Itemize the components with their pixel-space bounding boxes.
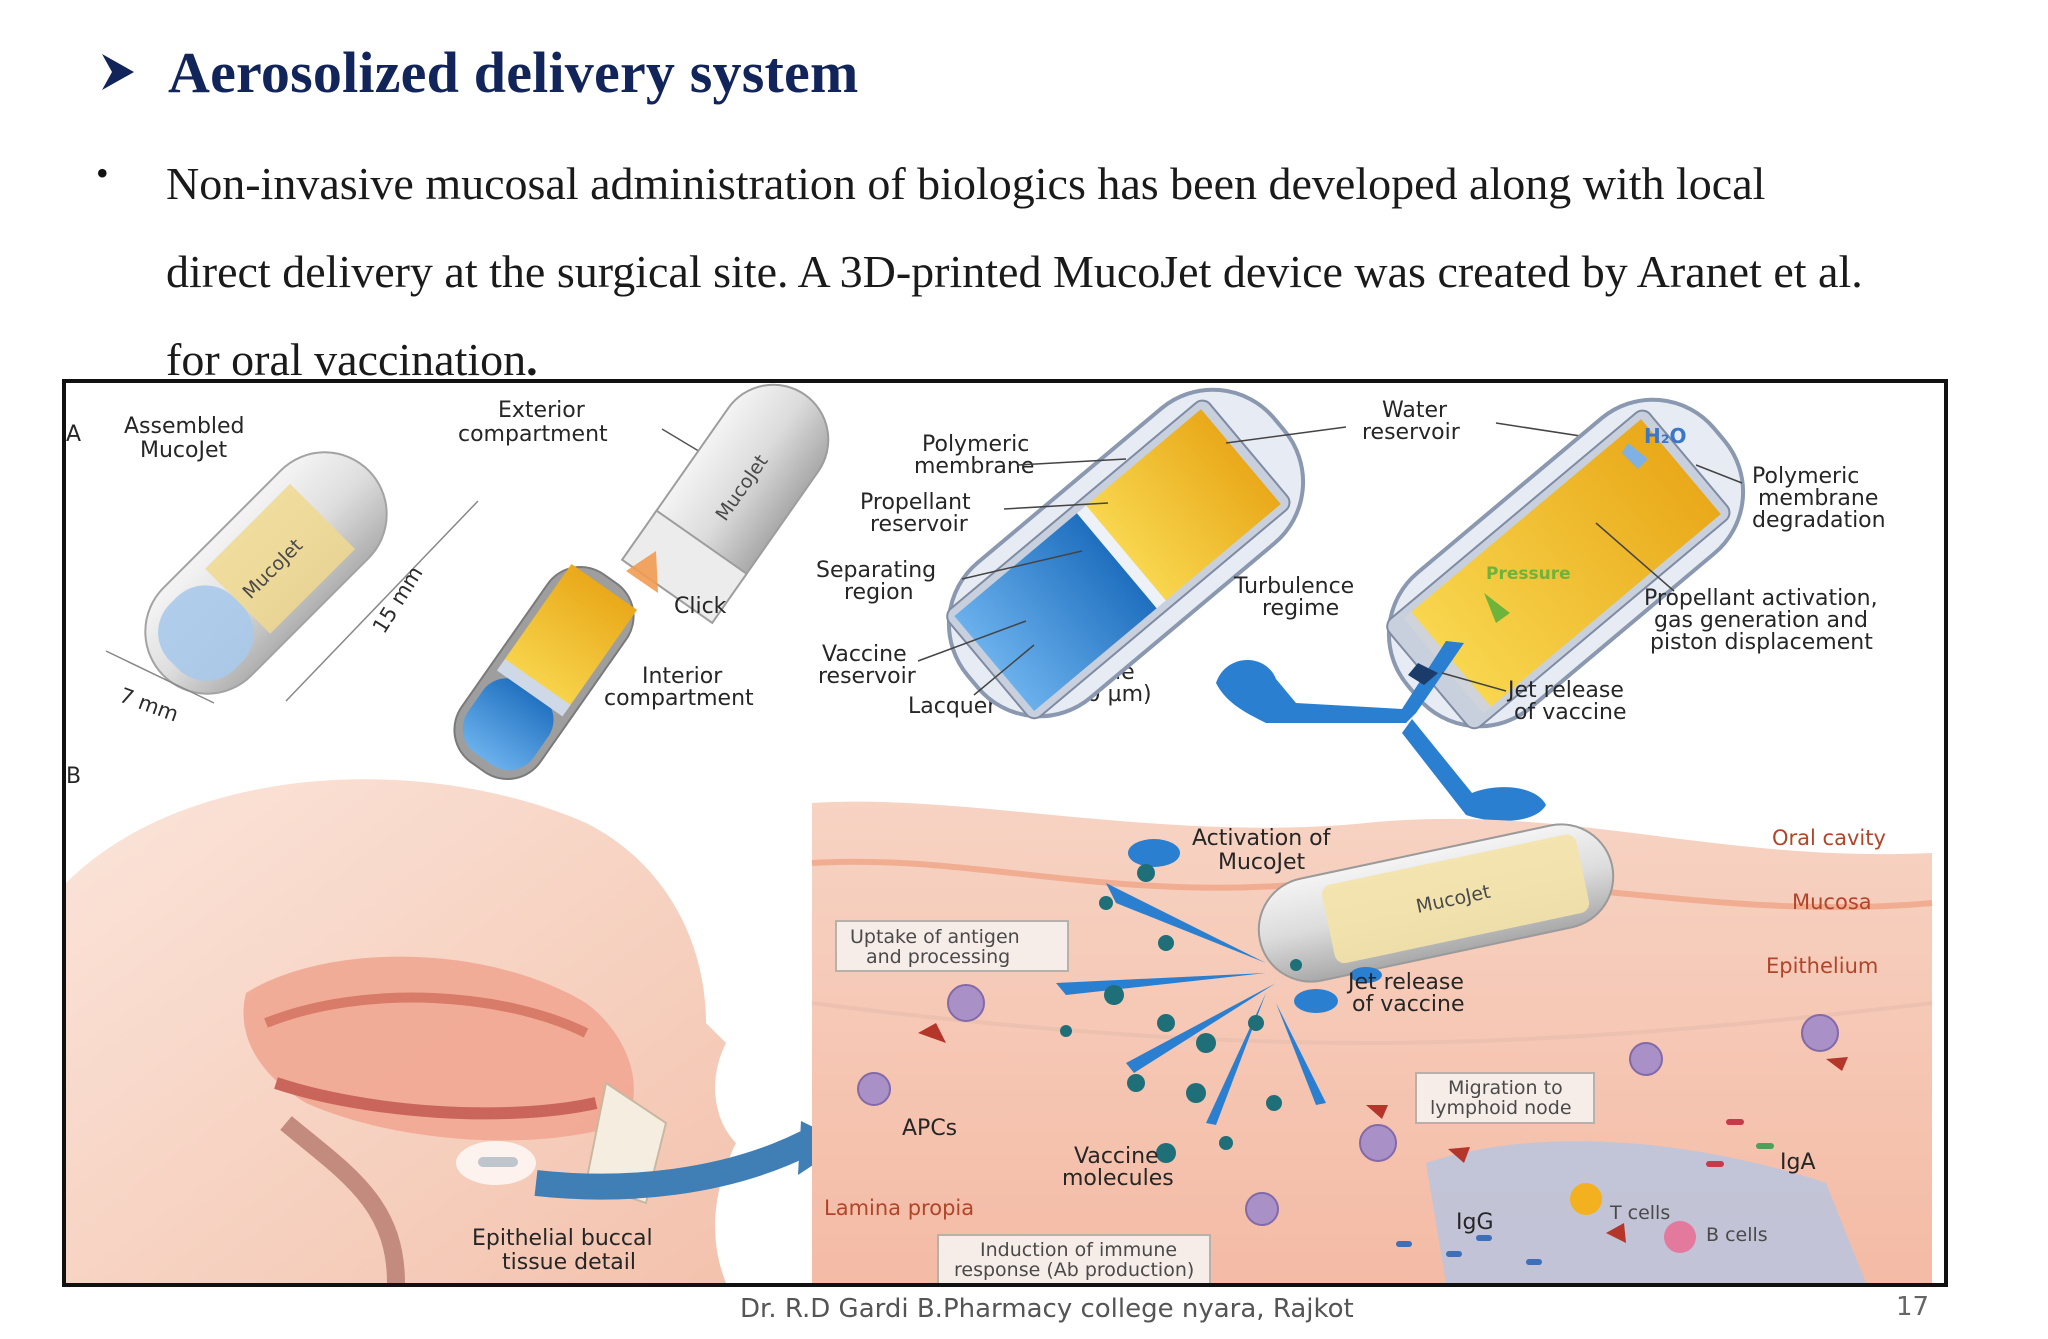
vaccine-reservoir-label-2: reservoir: [818, 664, 917, 689]
propellant-activation-label-2: gas generation and: [1654, 608, 1868, 633]
propellant-activation-label: Propellant activation,: [1644, 586, 1878, 611]
jet-release-label-2: of vaccine: [1514, 700, 1626, 725]
nozzle-valve-icon: [1408, 663, 1438, 685]
polymeric-label-2: membrane: [914, 454, 1034, 479]
panel-b-letter: B: [66, 764, 81, 789]
iga-label: IgA: [1780, 1150, 1816, 1175]
exterior-label: Exterior: [498, 398, 586, 423]
buccal-tissue-label-2: tissue detail: [502, 1250, 636, 1275]
panel-a-letter: A: [66, 422, 81, 447]
antibody-icons: [1396, 1119, 1774, 1265]
activation-label: Activation of: [1192, 826, 1332, 851]
mucojet-figure: A Assembled MucoJet MucoJet 7 mm 15 mm E…: [62, 379, 1948, 1287]
separating-label-2: region: [844, 580, 914, 605]
jet-release-b-label: Jet release: [1346, 970, 1464, 995]
water-reservoir-label-2: reservoir: [1362, 420, 1461, 445]
vaccine-molecule-dots: [1060, 864, 1302, 1163]
turbulence-label: Turbulence: [1233, 574, 1354, 599]
assembled-label-2: MucoJet: [140, 438, 228, 463]
induction-label: Induction of immune: [980, 1239, 1177, 1261]
slide-heading: Aerosolized delivery system: [100, 32, 859, 112]
vaccine-reservoir-label: Vaccine: [822, 642, 907, 667]
assembled-capsule: MucoJet: [144, 451, 388, 695]
mucosa-label: Mucosa: [1792, 890, 1872, 914]
migration-label: Migration to: [1448, 1077, 1563, 1099]
t-cells-label: T cells: [1609, 1202, 1670, 1224]
water-drop-icon: [1622, 443, 1648, 469]
water-reservoir-label: Water: [1382, 398, 1448, 423]
red-flow-arrows: [918, 1023, 1848, 1243]
bullet-line-text: for oral vaccination: [166, 334, 527, 385]
detail-arrow-icon: [534, 1131, 812, 1200]
jet-spray-icon: [1216, 641, 1464, 723]
pressure-arrow-icon: [1484, 593, 1510, 623]
interior-compartment: [453, 564, 637, 781]
dimension-length-label: 15 mm: [368, 562, 428, 638]
bullet-line: direct delivery at the surgical site. A …: [166, 246, 1863, 297]
turbulence-label-2: regime: [1262, 596, 1339, 621]
polymeric-label: Polymeric: [922, 432, 1029, 457]
page-number: 17: [1896, 1292, 1930, 1322]
pressure-label: Pressure: [1486, 564, 1571, 584]
activated-capsule: [1386, 397, 1746, 730]
jet-release-label: Jet release: [1506, 678, 1624, 703]
polymeric-degradation-label-3: degradation: [1752, 508, 1886, 533]
click-label: Click: [674, 594, 727, 619]
jet-release-b-label-2: of vaccine: [1352, 992, 1464, 1017]
interior-label-2: compartment: [604, 686, 754, 711]
uptake-label: Uptake of antigen: [850, 926, 1020, 948]
lacquer-label: Lacquer: [908, 694, 997, 719]
epithelium-label: Epithelium: [1766, 954, 1878, 978]
mucosa-tissue-illustration: [811, 801, 1933, 1283]
arrow-bullet-icon: [102, 54, 134, 90]
bullet-text: Non-invasive mucosal administration of b…: [166, 140, 2048, 404]
interior-label: Interior: [642, 664, 723, 689]
apcs-label: APCs: [902, 1116, 957, 1141]
propellant-activation-label-3: piston displacement: [1650, 630, 1873, 655]
oral-cavity-label: Oral cavity: [1772, 826, 1886, 850]
dimension-width-label: 7 mm: [116, 683, 181, 726]
page-title: Aerosolized delivery system: [168, 39, 859, 105]
igg-label: IgG: [1456, 1210, 1494, 1235]
head-profile-illustration: [66, 779, 736, 1283]
vaccine-molecules-label-2: molecules: [1062, 1166, 1174, 1191]
slide-footer: Dr. R.D Gardi B.Pharmacy college nyara, …: [740, 1294, 1354, 1324]
polymeric-degradation-label-2: membrane: [1758, 486, 1878, 511]
bullet-dot-icon: •: [96, 153, 109, 193]
cross-section-capsule: [946, 387, 1306, 720]
polymeric-degradation-label: Polymeric: [1752, 464, 1859, 489]
b-cells-label: B cells: [1706, 1224, 1768, 1246]
activation-label-2: MucoJet: [1218, 850, 1306, 875]
immune-cells: [857, 984, 1839, 1226]
migration-label-2: lymphoid node: [1430, 1097, 1572, 1119]
bullet-line: Non-invasive mucosal administration of b…: [166, 158, 1766, 209]
propellant-label-2: reservoir: [870, 512, 969, 537]
uptake-label-2: and processing: [866, 946, 1010, 968]
click-arrow-icon: [626, 551, 658, 593]
b-cell-icon: [1664, 1221, 1696, 1253]
mucojet-illustration: A Assembled MucoJet MucoJet 7 mm 15 mm E…: [66, 383, 1933, 1283]
h2o-label: H₂O: [1644, 424, 1687, 448]
separating-label: Separating: [816, 558, 936, 583]
induction-label-2: response (Ab production): [954, 1259, 1194, 1281]
bullet-period: .: [526, 334, 538, 385]
lamina-propia-label: Lamina propia: [824, 1196, 974, 1220]
exterior-compartment: MucoJet: [620, 383, 830, 625]
buccal-tissue-label: Epithelial buccal: [472, 1226, 653, 1251]
propellant-label: Propellant: [860, 490, 971, 515]
assembled-label: Assembled: [124, 414, 245, 439]
bullet-line: for oral vaccination.: [166, 316, 2048, 404]
t-cell-icon: [1570, 1183, 1602, 1215]
vaccine-molecules-label: Vaccine: [1074, 1144, 1159, 1169]
exterior-label-2: compartment: [458, 422, 608, 447]
tissue-capsule: MucoJet: [1257, 823, 1615, 983]
